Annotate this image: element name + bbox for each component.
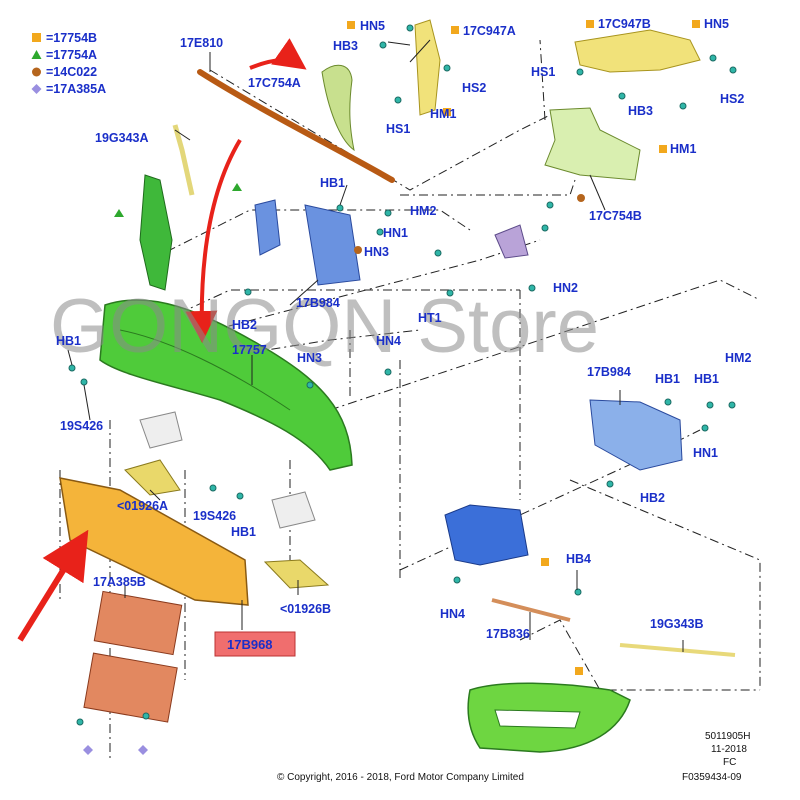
part-markers <box>83 20 700 755</box>
callouts: HN5 17C947A HB3 17E810 17C754A HS2 HM1 H… <box>56 17 751 641</box>
callout-hn5-right: HN5 <box>704 17 729 31</box>
callout-01926A: <01926A <box>117 499 168 513</box>
legend: =17754B =17754A =14C022 =17A385A <box>31 31 106 96</box>
strip-17B836 <box>491 598 571 622</box>
cover-white-2 <box>271 491 316 529</box>
red-arrow-top <box>249 38 307 70</box>
callout-hn4-a: HN4 <box>376 334 401 348</box>
red-arrow-grille <box>17 529 89 642</box>
callout-hb1-r2: HB1 <box>694 372 719 386</box>
strip-19G343B <box>619 643 736 657</box>
callout-hb4: HB4 <box>566 552 591 566</box>
doc-ref: F0359434-09 <box>682 772 742 783</box>
callout-ht1: HT1 <box>418 311 442 325</box>
callout-hn2: HN2 <box>553 281 578 295</box>
callout-hb2-r: HB2 <box>640 491 665 505</box>
bracket-purple <box>494 224 529 259</box>
callout-hs2-top: HS2 <box>462 81 486 95</box>
bracket-17B984-right <box>589 399 683 471</box>
callout-17B984-right: 17B984 <box>587 365 631 379</box>
callout-17A385B: 17A385B <box>93 575 146 589</box>
bracket-17B984-left <box>254 199 281 256</box>
callout-17C754A: 17C754A <box>248 76 301 90</box>
callout-17B984-left: 17B984 <box>296 296 340 310</box>
leader-lines <box>67 39 684 652</box>
callout-hb3-right: HB3 <box>628 104 653 118</box>
red-arrow-middle <box>185 138 242 343</box>
legend-circle-marker <box>32 67 41 77</box>
callout-17757: 17757 <box>232 343 267 357</box>
callout-hs1-top: HS1 <box>386 122 410 136</box>
callout-19S426-b: 19S426 <box>193 509 236 523</box>
fasteners <box>68 24 737 726</box>
license-bracket-upper <box>93 590 183 656</box>
bracket-17C754B <box>544 107 641 181</box>
watermark: GONGQN Store <box>50 284 599 369</box>
callout-hm2-a: HM2 <box>410 204 436 218</box>
callout-17C947B: 17C947B <box>598 17 651 31</box>
document-info: 5011905H 11-2018 FC F0359434-09 © Copyri… <box>277 731 750 783</box>
callout-hs1-right: HS1 <box>531 65 555 79</box>
strip-19G343A <box>172 124 195 196</box>
grille-17B968 <box>59 477 249 606</box>
callout-hm1-right: HM1 <box>670 142 696 156</box>
callout-hb3-top: HB3 <box>333 39 358 53</box>
legend-label: =17754A <box>46 48 97 62</box>
callout-hn1-a: HN1 <box>383 226 408 240</box>
red-arrows <box>17 38 307 642</box>
callout-hb1-r1: HB1 <box>655 372 680 386</box>
callout-17B968: 17B968 <box>227 637 273 652</box>
highlight-17B968: 17B968 <box>214 631 296 657</box>
legend-label: =17754B <box>46 31 97 45</box>
bracket-01926B <box>263 559 330 589</box>
callout-19S426-a: 19S426 <box>60 419 103 433</box>
callout-hb2-left: HB2 <box>232 318 257 332</box>
callout-hm2-r: HM2 <box>725 351 751 365</box>
callout-01926B: <01926B <box>280 602 331 616</box>
copyright: © Copyright, 2016 - 2018, Ford Motor Com… <box>277 772 524 783</box>
cover-white-1 <box>139 411 183 449</box>
callout-hn3-b: HN3 <box>297 351 322 365</box>
legend-square-marker <box>32 33 41 42</box>
callout-17E810: 17E810 <box>180 36 223 50</box>
bracket-01926A <box>124 459 181 496</box>
seal-strip-17E810 <box>197 69 395 183</box>
license-bracket-lower <box>83 652 178 723</box>
callout-hn5-top: HN5 <box>360 19 385 33</box>
bracket-17C754A <box>321 64 355 152</box>
callout-hm1-top: HM1 <box>430 107 456 121</box>
legend-triangle-marker <box>31 50 42 59</box>
legend-label: =17A385A <box>46 82 106 96</box>
callout-hb1-left: HB1 <box>56 334 81 348</box>
parts <box>59 19 737 753</box>
side-bracket-left <box>139 174 173 291</box>
bracket-center-blue <box>444 504 529 566</box>
callout-hn4-b: HN4 <box>440 607 465 621</box>
legend-diamond-marker <box>31 84 42 94</box>
callout-17C947A: 17C947A <box>463 24 516 38</box>
callout-17C754B: 17C754B <box>589 209 642 223</box>
callout-19G343B: 19G343B <box>650 617 704 631</box>
callout-hb1-b: HB1 <box>231 525 256 539</box>
callout-hs2-right: HS2 <box>720 92 744 106</box>
callout-17B836: 17B836 <box>486 627 530 641</box>
doc-date: 11-2018 <box>711 744 747 755</box>
bracket-17C947B <box>574 29 701 73</box>
callout-hb1-a: HB1 <box>320 176 345 190</box>
callout-hn3-a: HN3 <box>364 245 389 259</box>
doc-code: FC <box>723 757 736 768</box>
bracket-17C947A <box>414 19 441 116</box>
doc-id: 5011905H <box>705 731 750 742</box>
legend-label: =14C022 <box>46 65 97 79</box>
callout-19G343A: 19G343A <box>95 131 149 145</box>
callout-hn1-r: HN1 <box>693 446 718 460</box>
